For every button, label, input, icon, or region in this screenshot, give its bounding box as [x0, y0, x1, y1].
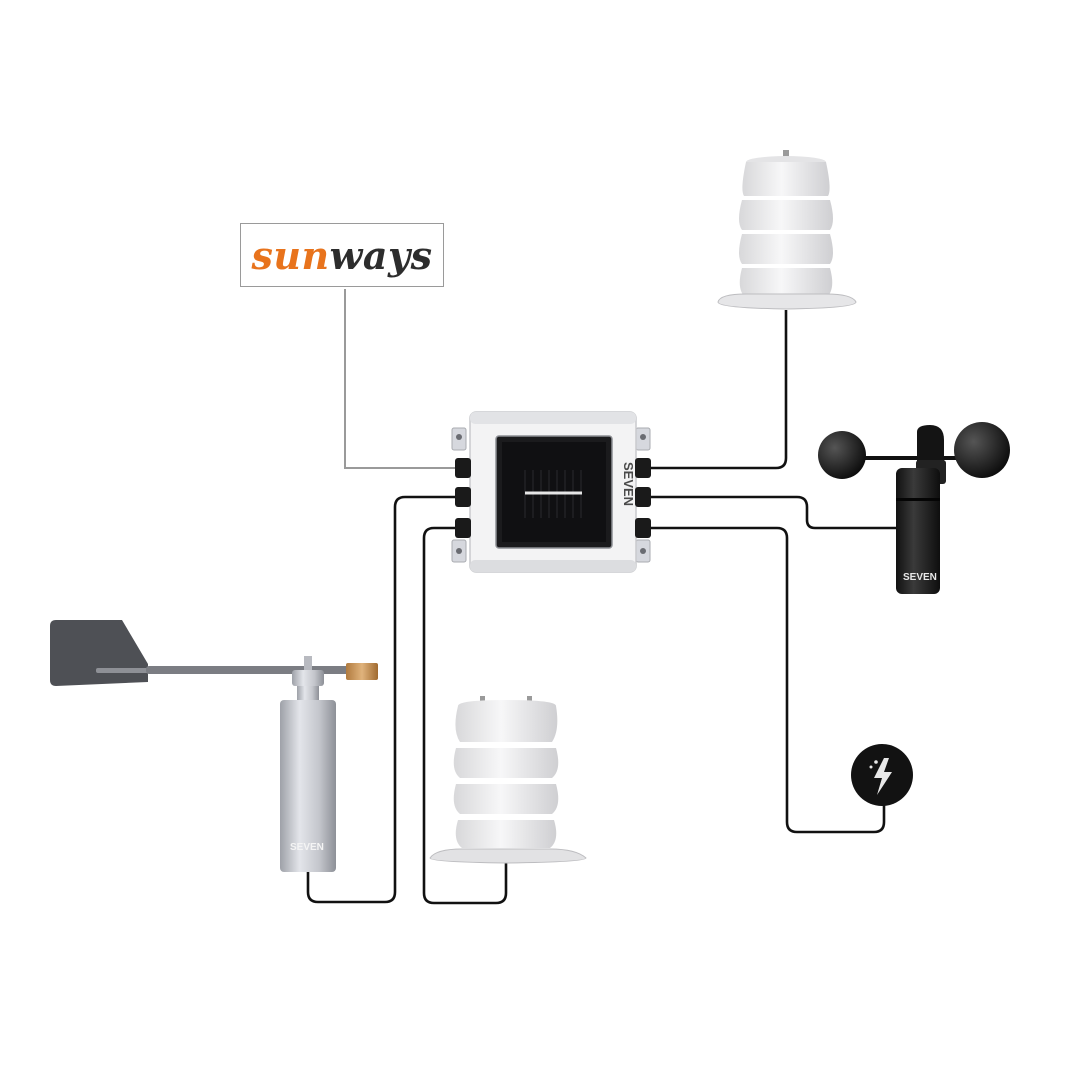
cables: [306, 310, 900, 905]
anemometer-brand-label: SEVEN: [903, 572, 937, 583]
logger-brand-label: SEVEN: [621, 462, 636, 506]
cable-to-anemometer: [640, 495, 900, 530]
lightning-icon: [874, 758, 892, 795]
wind-vane: SEVEN: [50, 620, 378, 872]
logo-part-sun: sun: [251, 232, 330, 278]
logo-part-ways: ways: [329, 232, 433, 278]
cable-to-bottom-shield: [422, 526, 508, 905]
logo-connector-line: [344, 289, 455, 469]
cable-to-rain-sensor: [640, 526, 886, 834]
anemometer: SEVEN: [818, 422, 1010, 594]
cable-to-top-shield: [640, 310, 788, 470]
rain-sensor: [851, 744, 913, 806]
wind-vane-brand-label: SEVEN: [290, 842, 324, 853]
radiation-shield-bottom: [429, 696, 587, 864]
cable-to-wind-vane: [306, 495, 455, 904]
data-logger: SEVEN: [451, 411, 651, 573]
radiation-shield-top: [717, 150, 857, 310]
